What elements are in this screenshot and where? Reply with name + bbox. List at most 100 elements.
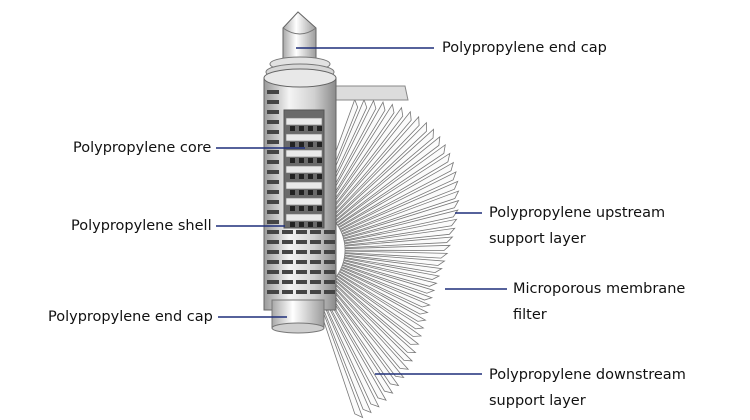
shell-slot bbox=[267, 230, 279, 234]
label-core: Polypropylene core bbox=[73, 140, 212, 156]
label-upstream-support: Polypropylene upstream support layer bbox=[489, 205, 666, 247]
shell-slot bbox=[267, 170, 279, 174]
shell-slot bbox=[296, 270, 307, 274]
pleat bbox=[344, 236, 454, 249]
pleat bbox=[344, 244, 451, 251]
shell-slot bbox=[267, 280, 279, 284]
label-shell: Polypropylene shell bbox=[71, 218, 212, 234]
shell-slot bbox=[324, 290, 335, 294]
pleat bbox=[344, 250, 449, 259]
core-slot bbox=[290, 158, 295, 163]
shell-slot bbox=[296, 230, 307, 234]
cartridge-body bbox=[263, 68, 337, 334]
shell-slot bbox=[267, 150, 279, 154]
pleat bbox=[340, 180, 459, 235]
pleat bbox=[338, 161, 455, 230]
pleat bbox=[337, 152, 451, 228]
shell-slot bbox=[267, 130, 279, 134]
core-slot bbox=[290, 126, 295, 131]
pleat bbox=[339, 171, 457, 232]
label-bottom-end-cap: Polypropylene end cap bbox=[48, 309, 213, 325]
label-downstream-support: Polypropylene downstream support layer bbox=[489, 367, 686, 409]
shell-slot bbox=[282, 250, 293, 254]
shell-slot bbox=[324, 230, 335, 234]
core-ring bbox=[285, 213, 323, 222]
core-slot bbox=[317, 190, 322, 195]
pleat bbox=[337, 271, 427, 322]
core-ring bbox=[285, 165, 323, 174]
shell-slot bbox=[282, 240, 293, 244]
core-ring bbox=[285, 181, 323, 190]
shell-slot bbox=[310, 250, 321, 254]
core-slot bbox=[299, 174, 304, 179]
pleat bbox=[343, 218, 458, 244]
shell-slot bbox=[282, 290, 293, 294]
pleat bbox=[344, 253, 446, 266]
shell-slot bbox=[310, 230, 321, 234]
pleat bbox=[340, 267, 431, 308]
shell-slot bbox=[267, 110, 279, 114]
shell-slot bbox=[267, 240, 279, 244]
shell-slot bbox=[267, 290, 279, 294]
core-slot bbox=[290, 206, 295, 211]
core-ring bbox=[285, 133, 323, 142]
shell-slot bbox=[310, 260, 321, 264]
core-slot bbox=[299, 142, 304, 147]
core-slot bbox=[299, 158, 304, 163]
shell-slot bbox=[267, 270, 279, 274]
core-slot bbox=[299, 126, 304, 131]
shell-slot bbox=[267, 140, 279, 144]
pleat bbox=[342, 199, 460, 239]
shell-slot bbox=[296, 240, 307, 244]
shell-slot bbox=[267, 200, 279, 204]
shell-slot bbox=[310, 280, 321, 284]
core-slot bbox=[299, 190, 304, 195]
core-ring bbox=[285, 197, 323, 206]
shell-slot bbox=[282, 260, 293, 264]
shell-slot bbox=[324, 250, 335, 254]
core-slot bbox=[308, 190, 313, 195]
core-ring bbox=[285, 117, 323, 126]
shell-slot bbox=[310, 270, 321, 274]
pleat bbox=[342, 260, 438, 287]
shell-slot bbox=[267, 120, 279, 124]
pleat bbox=[343, 209, 459, 241]
core-slot bbox=[317, 222, 322, 227]
pleat bbox=[335, 143, 446, 226]
shell-slot bbox=[296, 260, 307, 264]
pleat bbox=[339, 269, 429, 315]
shell-slot bbox=[282, 230, 293, 234]
core-slot bbox=[290, 142, 295, 147]
shell-slot bbox=[282, 270, 293, 274]
core-ring bbox=[285, 149, 323, 158]
core-slot bbox=[299, 206, 304, 211]
core-slot bbox=[308, 222, 313, 227]
label-top-end-cap: Polypropylene end cap bbox=[442, 40, 607, 56]
core-slot bbox=[290, 190, 295, 195]
core-slot bbox=[308, 158, 313, 163]
pleat bbox=[343, 255, 443, 274]
shell-slot bbox=[267, 220, 279, 224]
shell-slot bbox=[267, 180, 279, 184]
pleat bbox=[343, 257, 441, 280]
core-slot bbox=[317, 126, 322, 131]
core-rings bbox=[285, 117, 323, 227]
core-slot bbox=[317, 174, 322, 179]
core-slot bbox=[317, 142, 322, 147]
shell-slot bbox=[296, 290, 307, 294]
shell-slots bbox=[267, 90, 335, 294]
shell-slot bbox=[267, 260, 279, 264]
shell-slot bbox=[267, 190, 279, 194]
shell-slot bbox=[324, 280, 335, 284]
pleat bbox=[341, 264, 434, 301]
core-slot bbox=[290, 174, 295, 179]
shell-slot bbox=[296, 280, 307, 284]
pleated-membrane-fan bbox=[313, 98, 460, 419]
core-slot bbox=[299, 222, 304, 227]
core-slot bbox=[308, 142, 313, 147]
core-slot bbox=[308, 126, 313, 131]
leader-lines bbox=[216, 47, 507, 375]
core-slot bbox=[290, 222, 295, 227]
pleat bbox=[344, 227, 456, 246]
shell-slot bbox=[267, 250, 279, 254]
